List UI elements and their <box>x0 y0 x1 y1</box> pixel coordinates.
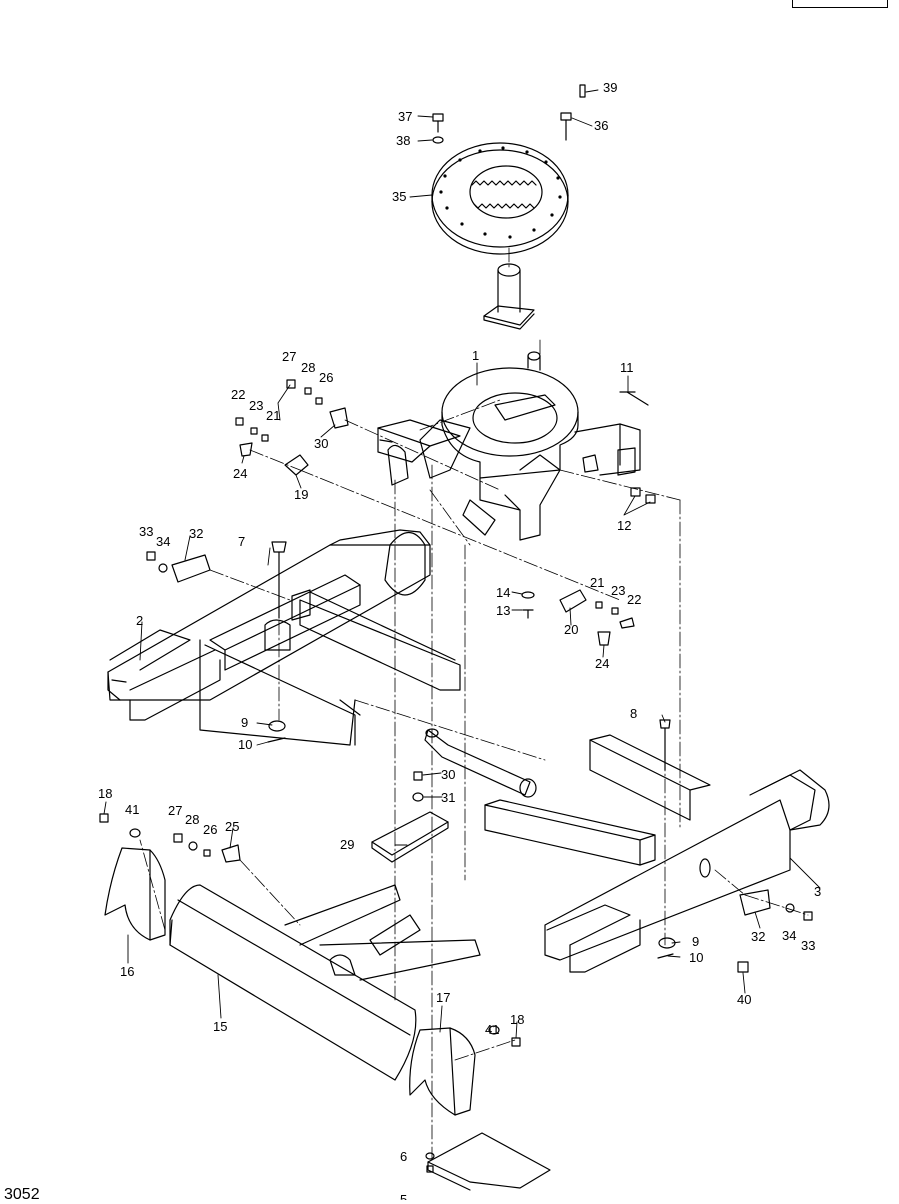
callout-9-right: 9 <box>692 934 699 949</box>
track-frame-left <box>107 529 461 746</box>
callout-33-left: 33 <box>139 524 153 539</box>
lower-frame <box>377 351 641 541</box>
callout-23-left: 23 <box>249 398 263 413</box>
callout-16: 16 <box>120 964 134 979</box>
callout-9-left: 9 <box>241 715 248 730</box>
callout-24-left: 24 <box>233 466 247 481</box>
callout-30-right: 30 <box>441 767 455 782</box>
callout-38: 38 <box>396 133 410 148</box>
slewing-ring <box>431 142 569 255</box>
callout-28-right: 28 <box>185 812 199 827</box>
callout-41-right: 41 <box>485 1022 499 1037</box>
center-joint <box>483 263 535 330</box>
callout-5: 5 <box>400 1192 407 1200</box>
callout-17: 17 <box>436 990 450 1005</box>
callout-13: 13 <box>496 603 510 618</box>
callout-32-left: 32 <box>189 526 203 541</box>
callout-25: 25 <box>225 819 239 834</box>
corner-frame <box>792 0 888 8</box>
callout-26-right: 26 <box>203 822 217 837</box>
callout-19: 19 <box>294 487 308 502</box>
callout-1: 1 <box>472 348 479 363</box>
callout-15: 15 <box>213 1019 227 1034</box>
callout-31: 31 <box>441 790 455 805</box>
callout-39: 39 <box>603 80 617 95</box>
callout-34-left: 34 <box>156 534 170 549</box>
callout-27-right: 27 <box>168 803 182 818</box>
callout-21-right: 21 <box>590 575 604 590</box>
callout-8: 8 <box>630 706 637 721</box>
callout-6: 6 <box>400 1149 407 1164</box>
callout-3: 3 <box>814 884 821 899</box>
callout-18-right: 18 <box>510 1012 524 1027</box>
hardware <box>99 379 813 1173</box>
guard-plates <box>371 811 551 1191</box>
callout-28-left: 28 <box>301 360 315 375</box>
callout-7: 7 <box>238 534 245 549</box>
callout-22-left: 22 <box>231 387 245 402</box>
callout-34-right: 34 <box>782 928 796 943</box>
callout-40: 40 <box>737 992 751 1007</box>
callout-23-right: 23 <box>611 583 625 598</box>
callout-21-left: 21 <box>266 408 280 423</box>
figure-code: 3052 <box>4 1186 40 1203</box>
callout-10-right: 10 <box>689 950 703 965</box>
dozer-blade <box>169 884 481 1081</box>
ring-bolts <box>432 84 586 144</box>
callout-12: 12 <box>617 518 631 533</box>
callout-14: 14 <box>496 585 510 600</box>
callout-35: 35 <box>392 189 406 204</box>
callout-20: 20 <box>564 622 578 637</box>
track-frame-right <box>484 734 830 973</box>
callout-22-right: 22 <box>627 592 641 607</box>
callout-10-left: 10 <box>238 737 252 752</box>
assembly-lines <box>139 247 809 1161</box>
leader-lines <box>103 89 821 1039</box>
callout-30-left: 30 <box>314 436 328 451</box>
callout-36: 36 <box>594 118 608 133</box>
callout-24-right: 24 <box>595 656 609 671</box>
callout-18-left: 18 <box>98 786 112 801</box>
callouts: 1 2 3 5 6 7 8 9 9 10 10 11 12 13 14 15 1… <box>98 80 821 1200</box>
callout-26-left: 26 <box>319 370 333 385</box>
callout-41-left: 41 <box>125 802 139 817</box>
callout-2: 2 <box>136 613 143 628</box>
blade-end-bits <box>104 847 476 1116</box>
callout-29: 29 <box>340 837 354 852</box>
blade-cylinder <box>424 728 537 798</box>
callout-37: 37 <box>398 109 412 124</box>
callout-11: 11 <box>620 360 634 375</box>
callout-27-left: 27 <box>282 349 296 364</box>
callout-32-right: 32 <box>751 929 765 944</box>
callout-33-right: 33 <box>801 938 815 953</box>
